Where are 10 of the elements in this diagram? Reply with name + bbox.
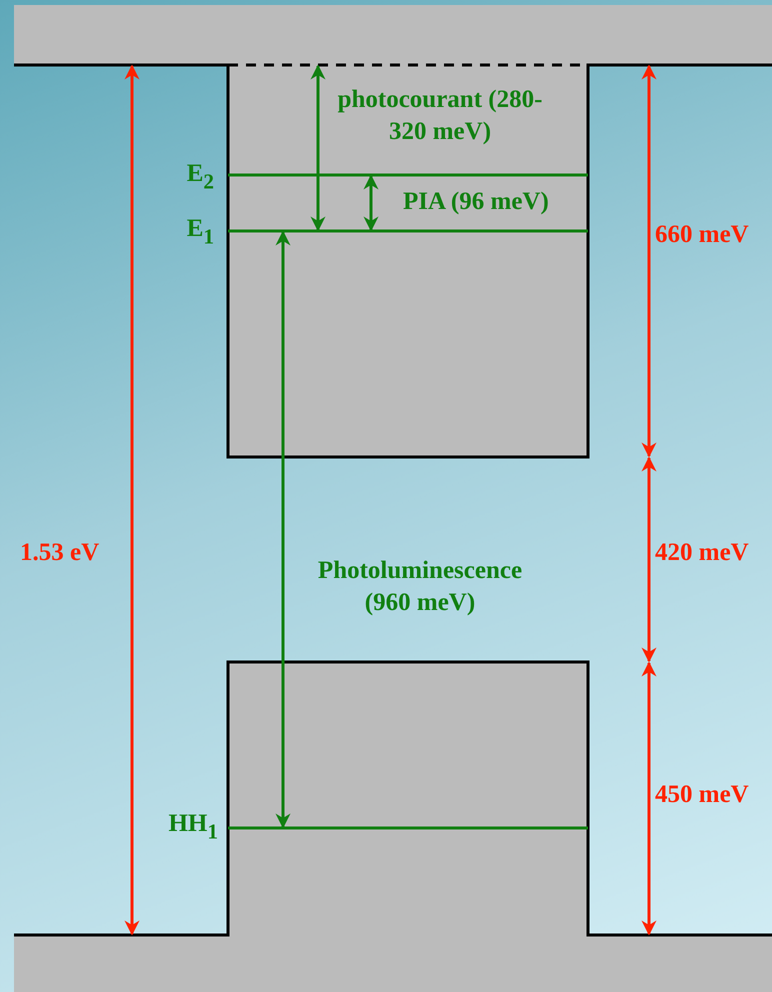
transition-label: photocourant (280-320 meV) bbox=[336, 85, 544, 147]
transition-label: Photoluminescence (960 meV) bbox=[316, 556, 524, 618]
transition-label: PIA (96 meV) bbox=[403, 187, 549, 217]
energy-label: 450 meV bbox=[655, 780, 749, 810]
energy-label: 1.53 eV bbox=[20, 538, 100, 568]
transition-label: E$_{2}$ bbox=[186, 159, 214, 190]
transition-label: HH$_{1}$ bbox=[168, 809, 218, 840]
energy-label: 660 meV bbox=[655, 220, 749, 250]
energy-label: 420 meV bbox=[655, 538, 749, 568]
transition-label: E$_{1}$ bbox=[186, 214, 214, 245]
